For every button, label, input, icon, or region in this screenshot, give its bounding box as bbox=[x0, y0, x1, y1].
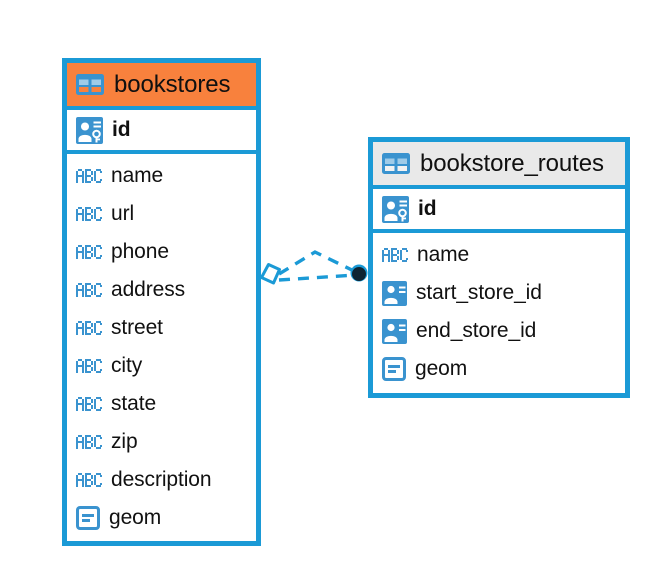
field-label: id bbox=[112, 118, 131, 141]
field-row-geom[interactable]: geom bbox=[373, 350, 625, 388]
entity-bookstore-routes[interactable]: bookstore_routes id bbox=[368, 137, 630, 398]
entity-header-bookstores[interactable]: bookstores bbox=[67, 63, 256, 110]
entity-title: bookstore_routes bbox=[420, 149, 604, 177]
geometry-icon bbox=[76, 506, 100, 530]
abc-text-icon bbox=[76, 245, 102, 259]
field-row-id[interactable]: id bbox=[67, 110, 256, 154]
field-label: start_store_id bbox=[416, 281, 542, 304]
field-label: description bbox=[111, 468, 212, 491]
relationship-line-upper bbox=[278, 250, 357, 276]
field-label: address bbox=[111, 278, 186, 301]
abc-text-icon bbox=[76, 359, 102, 373]
field-label: geom bbox=[109, 506, 162, 529]
abc-text-icon bbox=[76, 435, 102, 449]
relationship-diamond-marker bbox=[260, 263, 281, 285]
abc-text-icon bbox=[76, 207, 102, 221]
field-label: name bbox=[417, 243, 470, 266]
table-icon bbox=[76, 74, 104, 95]
field-label: street bbox=[111, 316, 163, 339]
field-row-city[interactable]: city bbox=[67, 347, 256, 385]
relationship-dot-marker bbox=[350, 264, 368, 282]
foreign-key-icon bbox=[382, 318, 407, 344]
field-label: name bbox=[111, 164, 164, 187]
field-label: geom bbox=[415, 357, 468, 380]
field-label: id bbox=[418, 197, 437, 220]
entity-bookstores[interactable]: bookstores id bbox=[62, 58, 261, 546]
field-label: end_store_id bbox=[416, 319, 537, 342]
abc-text-icon bbox=[76, 283, 102, 297]
relationship-line-lower bbox=[278, 273, 357, 282]
abc-text-icon bbox=[382, 248, 408, 262]
foreign-key-icon bbox=[382, 280, 407, 306]
field-label: state bbox=[111, 392, 157, 415]
primary-key-icon bbox=[382, 195, 409, 223]
abc-text-icon bbox=[76, 321, 102, 335]
geometry-icon bbox=[382, 357, 406, 381]
field-row-start-store-id[interactable]: start_store_id bbox=[373, 274, 625, 312]
field-row-name[interactable]: name bbox=[373, 236, 625, 274]
field-label: city bbox=[111, 354, 143, 377]
abc-text-icon bbox=[76, 473, 102, 487]
field-row-address[interactable]: address bbox=[67, 271, 256, 309]
field-row-geom[interactable]: geom bbox=[67, 499, 256, 537]
table-icon bbox=[382, 153, 410, 174]
relationship-connector[interactable] bbox=[255, 238, 380, 308]
abc-text-icon bbox=[76, 169, 102, 183]
field-row-end-store-id[interactable]: end_store_id bbox=[373, 312, 625, 350]
field-list-bookstores: name bbox=[67, 154, 256, 537]
field-row-street[interactable]: street bbox=[67, 309, 256, 347]
field-label: phone bbox=[111, 240, 169, 263]
field-row-url[interactable]: url bbox=[67, 195, 256, 233]
entity-title: bookstores bbox=[114, 70, 231, 98]
field-row-name[interactable]: name bbox=[67, 157, 256, 195]
primary-key-icon bbox=[76, 116, 103, 144]
field-label: zip bbox=[111, 430, 138, 453]
field-row-description[interactable]: description bbox=[67, 461, 256, 499]
entity-header-bookstore-routes[interactable]: bookstore_routes bbox=[373, 142, 625, 189]
field-row-state[interactable]: state bbox=[67, 385, 256, 423]
field-row-phone[interactable]: phone bbox=[67, 233, 256, 271]
field-label: url bbox=[111, 202, 135, 225]
field-list-bookstore-routes: name start_store_id bbox=[373, 233, 625, 388]
abc-text-icon bbox=[76, 397, 102, 411]
field-row-id[interactable]: id bbox=[373, 189, 625, 233]
field-row-zip[interactable]: zip bbox=[67, 423, 256, 461]
